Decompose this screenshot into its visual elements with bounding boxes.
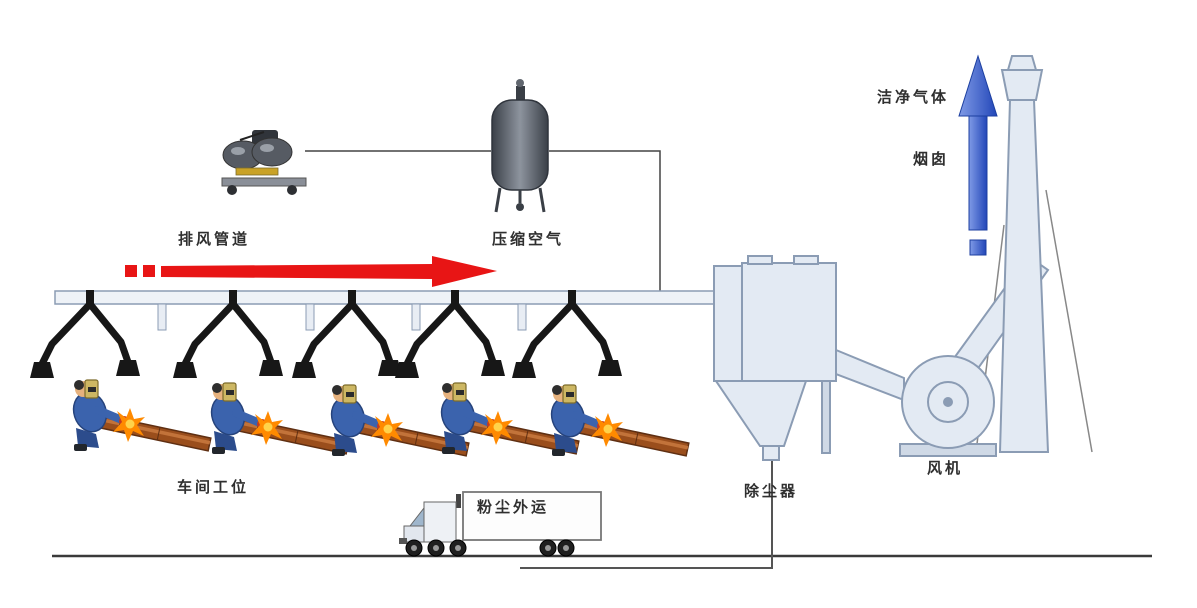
welding-stations [69,380,689,456]
chimney-icon [998,55,1050,453]
exhaust-flow-arrow-icon [125,256,497,287]
label-dust-transport: 粉尘外运 [477,498,550,516]
clean-gas-arrow-icon [958,54,998,256]
label-fan: 风机 [927,459,964,477]
label-compressed-air: 压缩空气 [492,230,565,248]
label-chimney: 烟囱 [913,150,950,168]
air-compressor-icon [221,130,307,195]
dust-truck-icon [399,491,602,557]
dust-collector-icon [713,255,905,461]
compressed-air-tank-icon [491,79,549,213]
label-clean-gas: 洁净气体 [877,88,950,106]
exhaust-duct [54,290,721,331]
label-workshop-stations: 车间工位 [177,478,250,496]
dust-discharge-pipe [520,452,773,569]
label-dust-collector: 除尘器 [744,482,799,500]
label-exhaust-duct: 排风管道 [178,230,251,248]
compressed-air-piping [305,150,661,291]
